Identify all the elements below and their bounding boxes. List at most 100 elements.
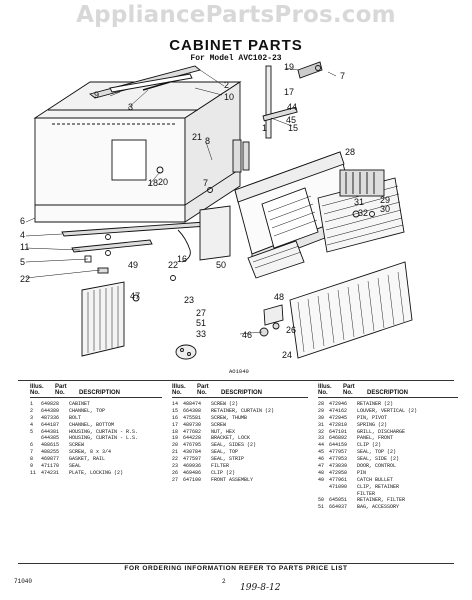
discharge-grille [317,177,405,253]
part-description: CHANNEL, TOP [69,407,106,414]
part-description: GRILL, DISCHARGE [357,428,406,435]
part-number: 430784 [183,449,202,456]
callout-6: 6 [20,216,25,226]
part-number: 477682 [183,428,202,435]
document-code: 71040 [14,578,33,585]
callout-22: 22 [168,260,178,270]
callout-3: 3 [128,102,133,112]
part-number: 644187 [41,421,60,428]
curtain-retainer [232,65,298,173]
part-description: SCREW, THUMB [211,414,248,421]
part-description: DOOR, CONTROL [357,463,397,470]
part-number: 645051 [329,497,348,504]
part-number: 487336 [41,414,60,421]
illus-number [318,484,329,491]
part-number: 476795 [183,442,202,449]
callout-17: 17 [284,87,294,97]
callout-2: 2 [224,80,229,90]
illus-number: 47 [318,463,325,470]
part-number: 472945 [329,414,348,421]
callout-27: 27 [196,308,206,318]
illus-number: 33 [318,435,325,442]
callout-45: 45 [286,115,296,125]
callout-47: 47 [130,291,140,301]
header-description: DESCRIPTION [367,390,409,396]
part-description: SEAL, SIDE (2) [357,456,400,463]
callout-28: 28 [345,147,355,157]
callout-5: 5 [20,257,25,267]
part-description: CABINET [69,401,91,407]
illus-number: 1 [30,401,34,407]
callout-16: 16 [177,254,187,264]
illus-number: 50 [318,497,325,504]
table-top-rule [18,380,454,381]
part-description: FRONT ASSEMBLY [211,476,254,483]
illus-number: 29 [318,407,325,414]
page-number: 2 [222,578,226,585]
front-panel [289,261,413,359]
illus-number: 8 [30,456,34,463]
cabinet-shell [33,81,242,223]
callout-1: 1 [262,123,267,133]
illus-number [30,435,41,442]
header-part: Part [197,384,209,390]
part-number: 477957 [329,449,348,456]
callout-33: 33 [196,329,206,339]
callout-7: 7 [203,178,208,188]
illus-number: 17 [172,421,179,428]
illus-number: 31 [318,421,325,428]
header-no: No. [55,390,65,396]
illus-number: 4 [30,421,34,428]
illus-number: 3 [30,414,34,421]
model-subtitle: For Model AVC102-23 [190,54,282,63]
illus-number: 22 [172,456,179,463]
illus-number: 14 [172,401,179,407]
part-number: 488255 [41,449,60,456]
illus-number: 26 [172,469,179,476]
part-number: 469936 [183,463,202,470]
header-illus: Illus. [30,384,44,390]
figure-code: AO1040 [229,368,249,375]
illus-number: 49 [318,476,325,483]
control-door [259,304,284,337]
part-description: PIN, PIVOT [357,414,388,421]
footer-rule [18,563,454,564]
illus-number: 19 [172,435,179,442]
part-number: 477597 [183,456,202,463]
part-number: 474231 [41,469,60,476]
illus-number: 11 [30,469,37,476]
exploded-parts-diagram: 1972109317441154521820182872231322930641… [20,61,413,375]
part-description: BAG, ACCESSORY [357,504,400,511]
illus-number: 32 [318,428,325,435]
lock-bracket [297,61,323,79]
part-description: RETAINER, CURTAIN (2) [211,407,275,414]
header-illus: Illus. [318,384,332,390]
header-no: No. [197,390,207,396]
part-description: CLIP (2) [357,442,382,449]
page-title: CABINET PARTS [169,37,303,54]
callout-32: 32 [358,208,368,218]
header-description: DESCRIPTION [221,390,263,396]
part-number: 644159 [329,442,348,449]
header-description: DESCRIPTION [79,390,121,396]
